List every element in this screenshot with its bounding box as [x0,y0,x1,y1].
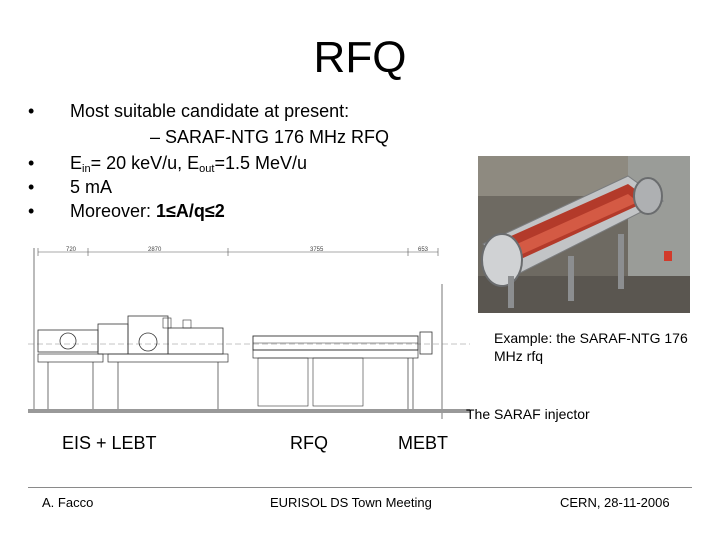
dimension-label: 2870 [148,247,162,253]
bullet-text: Most suitable candidate at present: [70,101,350,121]
rfq-stand [312,357,364,407]
stand-leg [508,276,514,308]
sub-bullet-saraf: – SARAF-NTG 176 MHz RFQ [150,127,390,147]
dimension-label: 3755 [310,247,324,253]
bullet-moreover: • Moreover: 1≤A/q≤2 [28,200,225,222]
energy-end: =1.5 MeV/u [214,153,308,173]
mebt-section [419,331,433,355]
energy-in-subscript: in [82,163,91,175]
label-eis-lebt: EIS + LEBT [62,433,157,453]
bullet-dot: • [28,177,35,197]
slide-title: RFQ [313,33,407,82]
mass-charge-range: 1≤A/q≤2 [156,201,225,221]
bullet-candidate: • Most suitable candidate at present: [28,100,349,122]
lebt-section [97,323,129,355]
bullet-prefix: Moreover: [70,201,157,221]
label-mebt: MEBT [398,433,449,453]
energy-out-subscript: out [199,163,215,175]
support-table [107,353,229,363]
rfq-vanes [508,194,638,256]
saraf-injector-drawing: 720 2870 3755 653 [28,247,470,419]
bullet-text: 5 mA [70,177,113,197]
floor-line [28,409,470,413]
saraf-rfq-photo [478,156,690,313]
stand-leg [568,256,574,301]
stand-leg [618,234,624,289]
bullet-dot: • [28,101,35,121]
rfq-stand [257,357,309,407]
footer-date: CERN, 28-11-2006 [560,495,670,510]
support-table [252,349,419,359]
rfq-far-flange [633,177,663,215]
bullet-current: • 5 mA [28,176,112,198]
energy-e: E [70,153,83,173]
rfq-end-flange [481,233,523,287]
footer-author: A. Facco [42,495,94,510]
red-fitting [664,251,672,261]
bullet-energy: • Ein= 20 keV/u, Eout=1.5 MeV/u [28,152,307,180]
support-table [37,353,104,363]
footer-divider [28,487,692,488]
dimension-label: 720 [66,247,77,253]
dimension-label: 653 [418,247,429,253]
energy-mid: = 20 keV/u, E [90,153,200,173]
footer-event: EURISOL DS Town Meeting [270,495,432,510]
bullet-dot: • [28,201,35,221]
bullet-dot: • [28,153,35,173]
drawing-caption: The SARAF injector [466,406,590,422]
label-rfq: RFQ [290,433,328,453]
photo-caption: Example: the SARAF-NTG 176 MHz rfq [494,330,688,364]
